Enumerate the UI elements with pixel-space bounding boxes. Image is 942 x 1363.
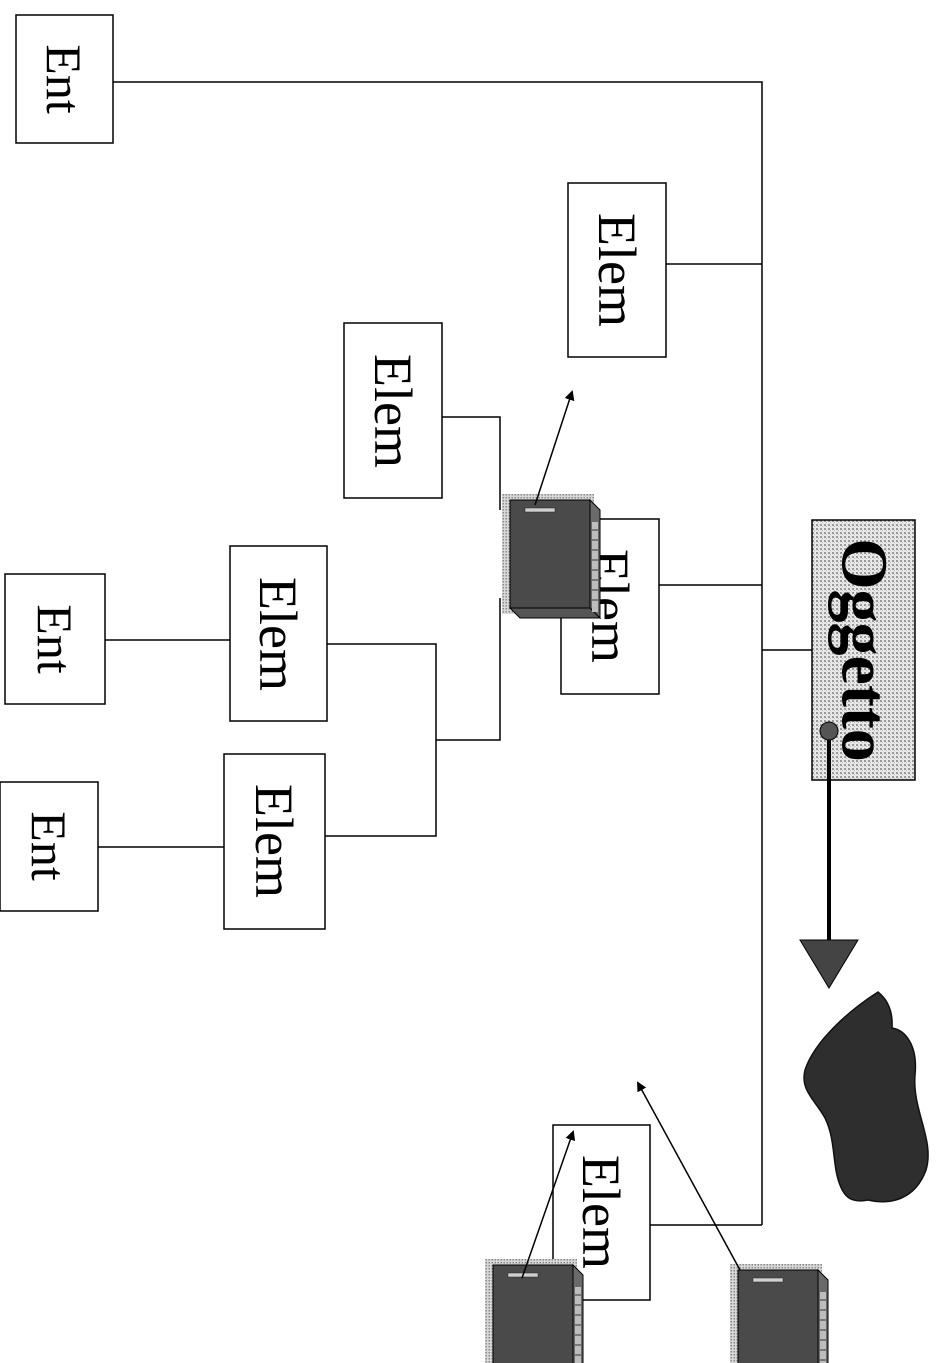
connectors	[98, 81, 812, 1226]
oggetto-label: Oggetto	[828, 538, 901, 762]
box-elem-left-2: Elem	[223, 753, 326, 930]
arrows	[521, 390, 741, 1279]
box-elem-left-1: Elem	[229, 545, 328, 722]
blob-shape	[803, 991, 929, 1203]
ent-label: Ent	[21, 811, 77, 881]
arrowhead-down-icon	[799, 939, 859, 989]
computer-icon	[501, 493, 601, 619]
box-ent-left-2: Ent	[0, 781, 99, 912]
ent-label: Ent	[27, 604, 83, 674]
elem-label: Elem	[571, 1155, 631, 1269]
box-ent-top: Ent	[15, 14, 114, 144]
elem-label: Elem	[363, 354, 423, 468]
connector-bracket	[325, 643, 437, 837]
connector-bracket-to-computer	[436, 598, 501, 741]
arrow-computer-to-elem-top	[534, 390, 575, 506]
box-oggetto: Oggetto	[811, 519, 916, 781]
elem-label: Elem	[244, 784, 304, 898]
ent-label: Ent	[36, 44, 92, 114]
oggetto-link	[799, 721, 859, 989]
elem-label: Elem	[587, 213, 647, 327]
box-elem-top: Elem	[567, 182, 667, 358]
connector-top-ent	[113, 81, 763, 1225]
arrow-computer-to-elem-bottom	[521, 1130, 576, 1279]
arrow-computer-to-blank	[637, 1081, 741, 1271]
computer-icon	[484, 1258, 584, 1363]
elem-label: Elem	[248, 577, 308, 691]
connector-elem-left-upper	[442, 416, 501, 510]
box-elem-left-upper: Elem	[343, 322, 443, 499]
computer-icon	[729, 1263, 829, 1363]
box-ent-left-1: Ent	[4, 573, 106, 705]
